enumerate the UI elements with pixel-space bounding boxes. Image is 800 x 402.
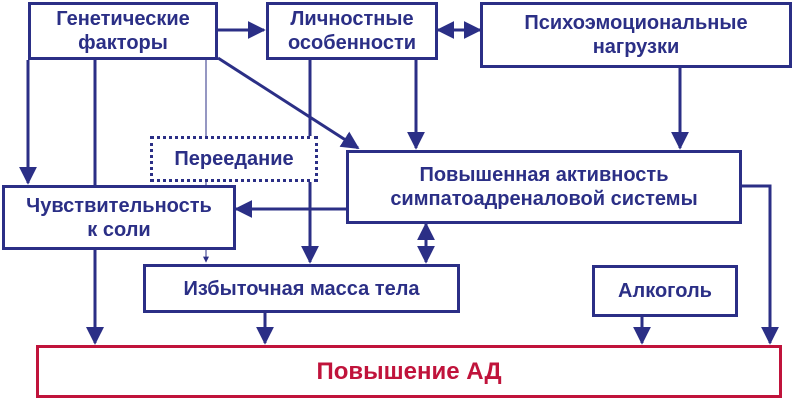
arrow-sympatho-result [742, 184, 779, 345]
node-personal-traits: Личностные особенности [266, 2, 438, 60]
node-excess-weight: Избыточная масса тела [143, 264, 460, 313]
node-sympathoadrenal-activity: Повышенная активность симпатоадреналовой… [346, 150, 742, 224]
node-blood-pressure-increase-label: Повышение АД [316, 357, 502, 385]
node-salt-sensitivity: Чувствительность к соли [2, 185, 236, 250]
node-overeating: Переедание [150, 136, 318, 182]
node-alcohol: Алкоголь [592, 265, 738, 317]
node-salt-sensitivity-label: Чувствительность к соли [26, 194, 212, 241]
node-psychoemotional-load-label: Психоэмоциональные нагрузки [524, 12, 748, 58]
arrow-genetic-sympatho [217, 56, 360, 150]
node-personal-traits-label: Личностные особенности [287, 8, 417, 54]
node-sympathoadrenal-activity-label: Повышенная активность симпатоадреналовой… [390, 164, 698, 210]
node-genetic-factors-label: Генетические факторы [56, 8, 190, 54]
node-psychoemotional-load: Психоэмоциональные нагрузки [480, 2, 792, 68]
node-excess-weight-label: Избыточная масса тела [183, 277, 420, 300]
node-overeating-label: Переедание [174, 148, 294, 170]
node-alcohol-label: Алкоголь [618, 280, 712, 302]
node-genetic-factors: Генетические факторы [28, 2, 218, 60]
node-blood-pressure-increase: Повышение АД [36, 345, 782, 398]
